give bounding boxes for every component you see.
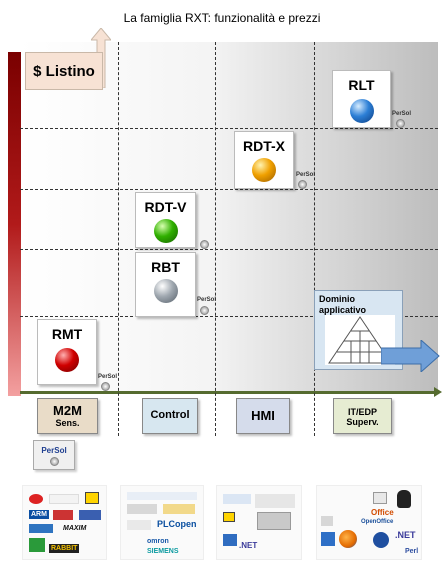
red-ball-icon <box>55 348 79 372</box>
firefox-logo-icon <box>339 530 357 548</box>
orange-ball-icon <box>252 158 276 182</box>
ie-logo-icon <box>373 532 389 548</box>
siemens-logo: SIEMENS <box>147 548 179 555</box>
openoffice-logo: OpenOffice <box>361 519 394 525</box>
persol-icon <box>298 180 307 189</box>
vendor-logo-icon <box>53 510 73 520</box>
vendor-logo-icon <box>321 516 333 526</box>
vendor-logo-icon <box>29 524 53 533</box>
functionality-axis <box>20 391 438 394</box>
vendor-logo-icon <box>85 492 99 504</box>
right-arrow-icon <box>381 340 440 372</box>
page-title: La famiglia RXT: funzionalità e prezzi <box>123 11 321 25</box>
logo-group-control: PLCopen omron SIEMENS <box>120 485 204 560</box>
dotnet-logo: .NET <box>239 541 258 550</box>
price-axis <box>8 52 21 396</box>
grid-line <box>20 128 438 129</box>
maxim-logo: MAXIM <box>63 525 87 532</box>
vendor-logo-icon <box>127 520 151 530</box>
category-label: HMI <box>251 408 275 423</box>
product-label: RBT <box>151 259 180 275</box>
logo-group-hmi: .NET <box>216 485 302 560</box>
persol-icon <box>200 240 209 249</box>
arm-logo: ARM <box>29 510 49 519</box>
category-m2m: M2M Sens. <box>37 398 98 434</box>
product-label: RDT-V <box>144 199 187 215</box>
device-image-icon <box>257 512 291 530</box>
persol-badge: PerSol <box>296 172 316 178</box>
vendor-logo-icon <box>127 492 197 500</box>
product-card-rmt: RMT <box>37 319 97 385</box>
microchip-logo-icon <box>29 494 43 504</box>
vendor-logo-icon <box>49 494 79 504</box>
axis-arrow-icon <box>434 387 442 397</box>
green-ball-icon <box>154 219 178 243</box>
product-card-rdt-v: RDT-V <box>135 192 196 248</box>
plcopen-logo: PLCopen <box>157 519 197 529</box>
application-domain-box: Dominio applicativo <box>314 290 403 370</box>
persol-legend: PerSol <box>33 440 75 470</box>
rabbit-logo: RABBIT <box>49 544 80 553</box>
logo-group-it: Office OpenOffice .NET Perl <box>316 485 422 560</box>
category-it-edp: IT/EDP Superv. <box>333 398 392 434</box>
product-label: RMT <box>51 326 83 342</box>
category-sublabel: Superv. <box>346 417 379 427</box>
category-control: Control <box>142 398 198 434</box>
product-card-rlt: RLT <box>332 70 391 128</box>
dotnet-logo: .NET <box>395 530 416 540</box>
vendor-logo-icon <box>255 494 295 508</box>
product-label: RLT <box>348 77 375 93</box>
gray-ball-icon <box>154 279 178 303</box>
blue-ball-icon <box>350 99 374 123</box>
grid-line <box>20 249 438 250</box>
persol-legend-label: PerSol <box>41 446 67 455</box>
vendor-logo-icon <box>127 504 157 514</box>
persol-badge: PerSol <box>197 297 217 303</box>
persol-icon <box>396 119 405 128</box>
vendor-logo-icon <box>321 532 335 546</box>
category-label: IT/EDP <box>347 407 377 417</box>
windows-logo-icon <box>373 492 387 504</box>
category-label: Control <box>150 409 190 421</box>
vendor-logo-icon <box>223 512 235 522</box>
price-label: $ Listino <box>25 52 103 90</box>
category-sublabel: Sens. <box>55 418 80 428</box>
product-card-rdt-x: RDT-X <box>234 131 294 189</box>
product-label: RDT-X <box>243 138 285 154</box>
grid-line <box>118 42 119 436</box>
logo-group-m2m: ARM MAXIM RABBIT <box>22 485 107 560</box>
linux-penguin-icon <box>397 490 411 508</box>
persol-badge: PerSol <box>98 374 118 380</box>
persol-badge: PerSol <box>392 111 412 117</box>
category-hmi: HMI <box>236 398 290 434</box>
vendor-logo-icon <box>223 534 237 546</box>
perl-logo: Perl <box>405 548 419 555</box>
vendor-logo-icon <box>79 510 101 520</box>
omron-logo: omron <box>147 538 169 545</box>
vendor-logo-icon <box>223 494 251 504</box>
grid-line <box>215 42 216 436</box>
office-logo: Office <box>371 508 394 517</box>
grid-line <box>20 189 438 190</box>
category-label: M2M <box>53 403 82 418</box>
persol-icon <box>200 306 209 315</box>
persol-icon <box>101 382 110 391</box>
vendor-logo-icon <box>29 538 45 552</box>
vendor-logo-icon <box>163 504 195 514</box>
grid-line <box>314 42 315 436</box>
product-card-rbt: RBT <box>135 252 196 317</box>
persol-icon <box>50 457 59 466</box>
domain-title: Dominio applicativo <box>319 294 367 315</box>
grid-line <box>20 316 438 317</box>
